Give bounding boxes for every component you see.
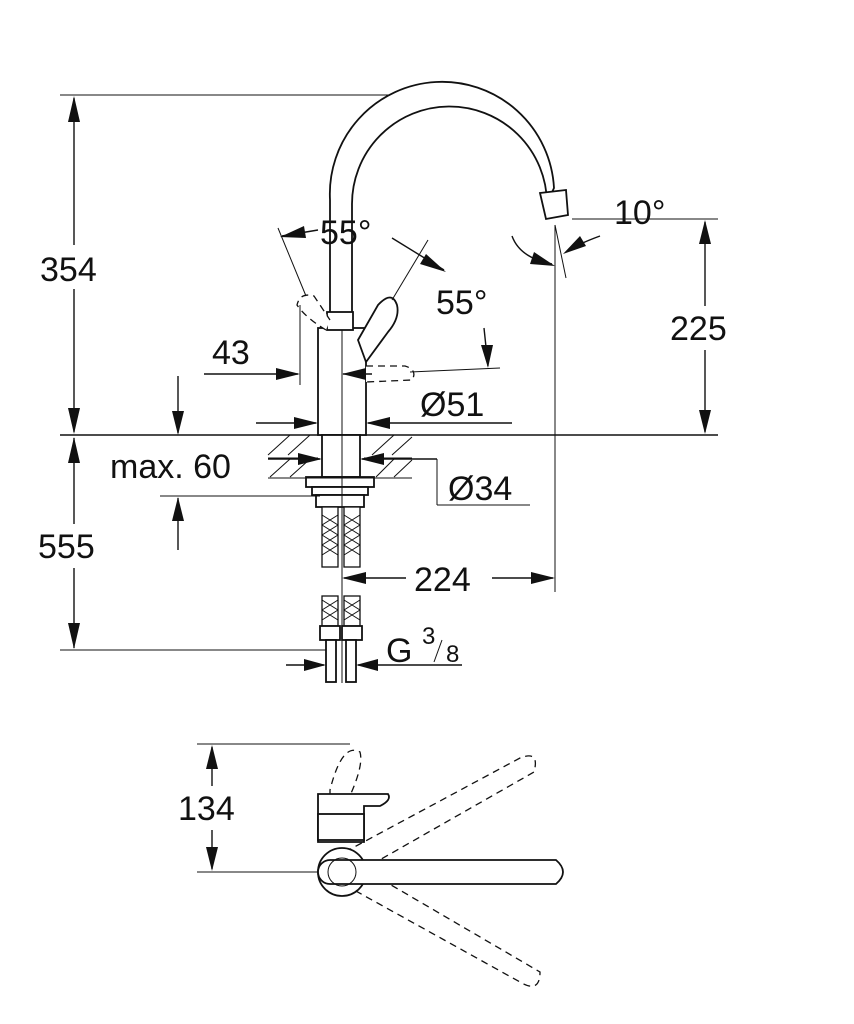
label-225: 225 (670, 310, 727, 348)
angle-55-right: 55° (391, 237, 501, 373)
shank (321, 434, 361, 478)
label-555: 555 (38, 528, 95, 566)
label-55deg-right: 55° (436, 284, 487, 322)
mounting-nut (305, 476, 375, 508)
label-134: 134 (178, 790, 235, 828)
label-10deg: 10° (614, 194, 665, 232)
label-thread-g: G (386, 632, 412, 670)
label-354: 354 (40, 251, 97, 289)
angle-55-left: 55° (277, 214, 371, 297)
top-view: 134 (176, 743, 564, 987)
dimension-225: 225 (572, 218, 740, 434)
dimension-224: 224 (342, 225, 556, 599)
lever-ghost-left (296, 294, 331, 331)
dimension-d51: Ø51 (256, 386, 512, 429)
dimension-d34: Ø34 (268, 453, 530, 508)
dimension-max60: max. 60 (110, 376, 320, 550)
label-43: 43 (212, 334, 250, 372)
dimension-354: 354 (38, 96, 110, 434)
label-d51: Ø51 (420, 386, 484, 424)
lever-ghost-front (365, 365, 415, 383)
top-lever-ghost-lower (344, 867, 541, 987)
label-55deg-left: 55° (320, 214, 371, 252)
label-max60: max. 60 (110, 448, 231, 486)
spout (328, 80, 569, 331)
dimension-43: 43 (204, 305, 372, 385)
dimension-555: 555 (36, 437, 110, 649)
top-lever-ghost-upper (344, 755, 537, 871)
label-d34: Ø34 (448, 470, 512, 508)
angle-10: 10° (511, 194, 686, 279)
thread-g38: G 3 8 (286, 623, 462, 671)
hoses (319, 506, 363, 683)
label-224: 224 (414, 561, 471, 599)
lever-handle (357, 296, 399, 364)
label-thread-numerator: 3 (422, 623, 435, 650)
label-thread-denominator: 8 (446, 641, 459, 668)
